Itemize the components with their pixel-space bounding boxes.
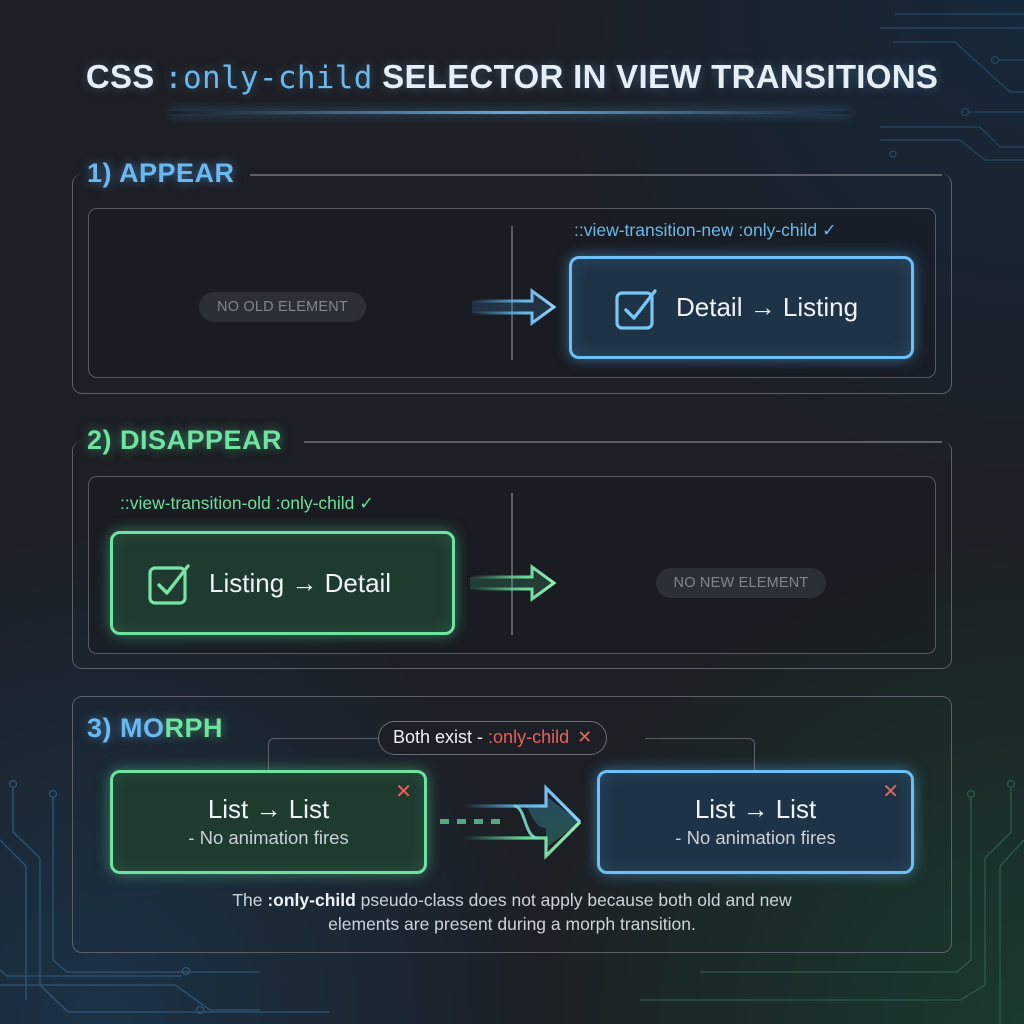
old-new-divider [511,226,513,360]
morph-explanation: The :only-child pseudo-class does not ap… [232,890,792,934]
both-exist-badge: Both exist - :only-child ✕ [378,721,608,755]
new-element-card: Detail → Listing [569,256,914,359]
badge-connector-left [268,738,380,770]
title-underline-glow [170,111,850,114]
view-transition-new-selector-label: ::view-transition-new :only-child ✓ [574,220,837,240]
section-heading: 1) APPEAR [87,158,235,188]
card-label: Listing → Detail [209,567,392,598]
x-mark-icon: ✕ [882,781,899,803]
title-prefix: CSS [85,58,155,95]
section-frame [72,696,952,953]
badge-connector-right [645,738,755,770]
old-new-divider [511,493,513,635]
section-frame-top-line [304,441,942,443]
x-mark-icon: ✕ [395,781,412,803]
section-frame [72,441,952,669]
arrow-right-icon [470,564,557,602]
merge-arrow-icon [440,784,582,860]
section-heading: 2) DISAPPEAR [87,425,283,455]
no-new-element-placeholder: NO NEW ELEMENT [656,568,826,598]
card-title: List → List [207,794,330,824]
card-title: List → List [694,794,817,824]
no-old-element-placeholder: NO OLD ELEMENT [199,292,366,322]
title-suffix: SELECTOR IN VIEW TRANSITIONS [382,58,939,95]
card-subtitle: - No animation fires [675,827,836,848]
old-element-card: ✕ List → List - No animation fires [110,770,427,874]
title-code: :only-child [164,60,373,96]
checkbox-checked-icon [615,288,657,330]
section-heading: 3) MORPH [87,713,224,743]
section-frame-top-line [250,174,942,176]
x-mark-icon: ✕ [577,727,593,747]
view-transition-old-selector-label: ::view-transition-old :only-child ✓ [120,493,374,513]
section-frame [72,174,952,394]
card-subtitle: - No animation fires [188,827,349,848]
checkbox-checked-icon [148,564,190,605]
old-element-card: Listing → Detail [110,531,455,635]
arrow-right-icon [472,288,557,326]
page-title: CSS :only-child SELECTOR IN VIEW TRANSIT… [0,58,1024,96]
caption-code: :only-child [267,890,356,910]
new-element-card: ✕ List → List - No animation fires [597,770,914,874]
card-label: Detail → Listing [676,292,859,322]
